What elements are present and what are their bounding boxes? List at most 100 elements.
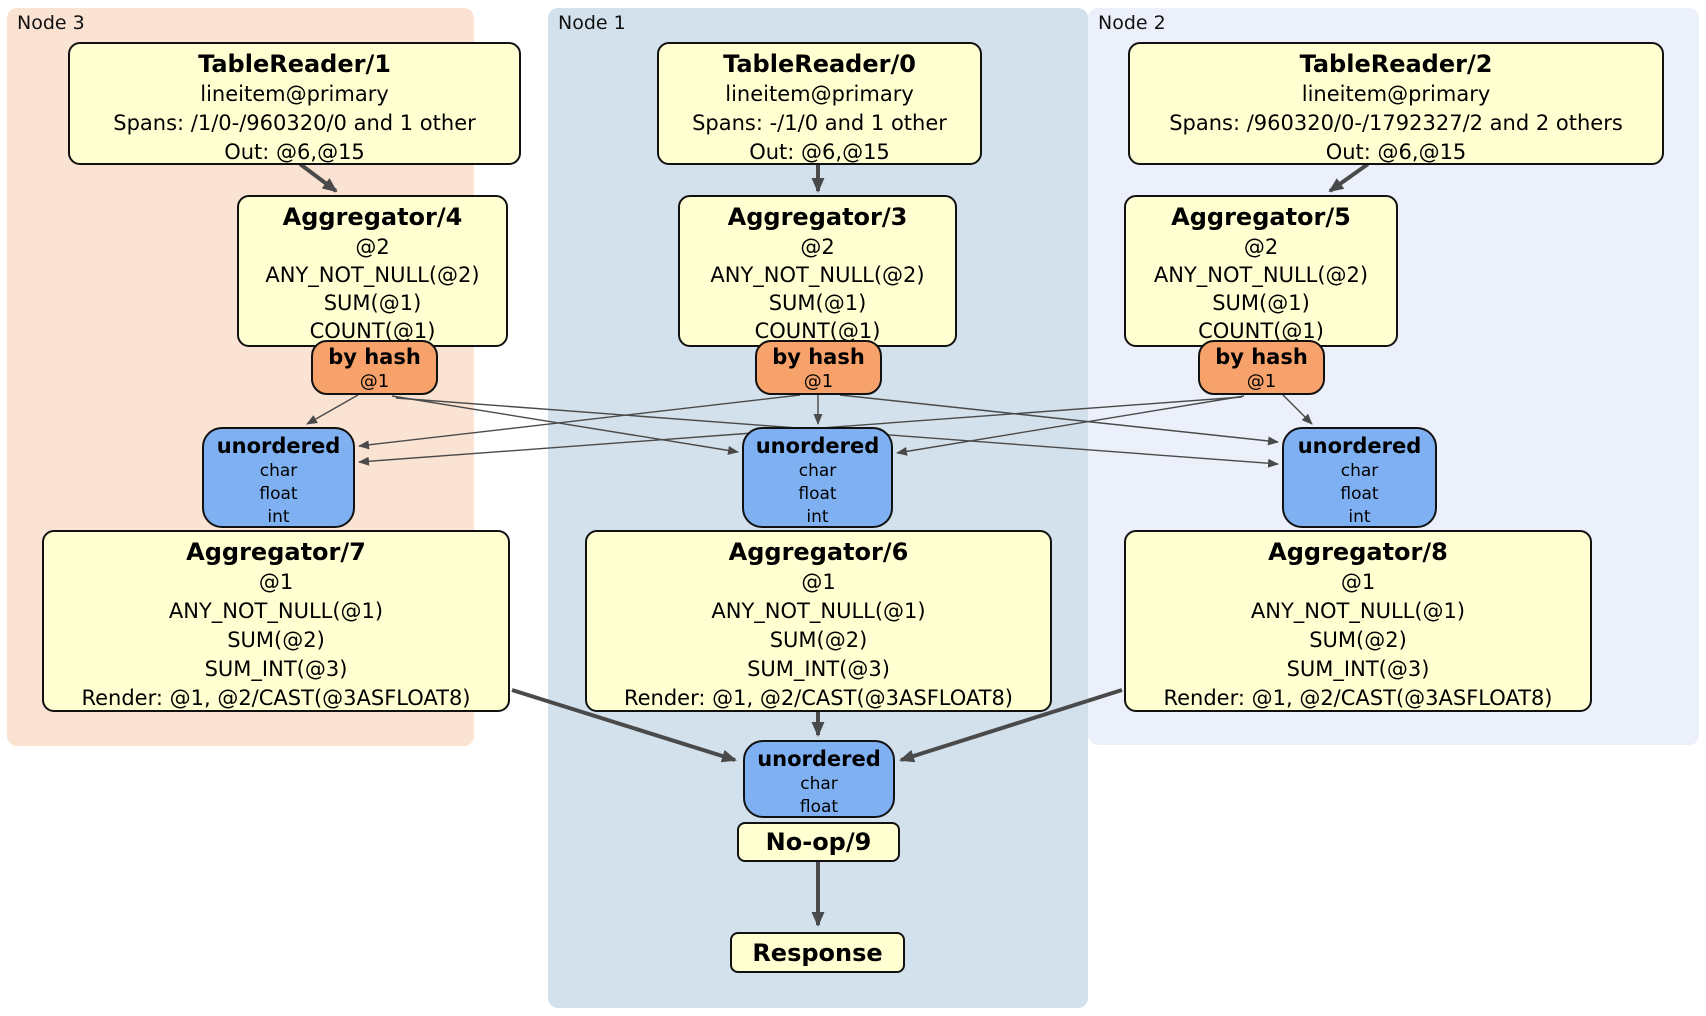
edge-hash1-sync2 <box>839 394 1279 446</box>
sync-type-line: char <box>1340 461 1379 481</box>
processor-detail-line: @2 <box>1243 235 1279 259</box>
response-node: Response <box>730 932 905 973</box>
sync-unordered-final: unordered char float <box>743 740 895 818</box>
processor-title: Aggregator/3 <box>727 203 908 231</box>
processor-title: Aggregator/7 <box>186 538 366 566</box>
processor-detail-line: ANY_NOT_NULL(@2) <box>1153 263 1369 287</box>
router-by-hash-node1: by hash @1 <box>755 340 882 395</box>
processor-detail-line: SUM_INT(@3) <box>1286 657 1430 681</box>
processor-detail-line: SUM(@2) <box>769 628 868 652</box>
processor-detail-line: Spans: /1/0-/960320/0 and 1 other <box>113 111 476 135</box>
processor-detail-line: Render: @1, @2/CAST(@3ASFLOAT8) <box>81 686 471 710</box>
processor-aggregator-3: Aggregator/3 @2 ANY_NOT_NULL(@2) SUM(@1)… <box>678 195 957 347</box>
router-columns: @1 <box>803 371 834 392</box>
edge-agg8-syncfinal <box>899 688 1123 763</box>
processor-detail-line: SUM(@1) <box>768 291 867 315</box>
sync-type-line: float <box>259 484 298 504</box>
router-columns: @1 <box>359 371 390 392</box>
processor-title: Aggregator/8 <box>1268 538 1448 566</box>
processor-detail-line: Out: @6,@15 <box>1325 140 1467 164</box>
processor-detail-line: COUNT(@1) <box>309 319 436 343</box>
sync-type-line: char <box>798 461 837 481</box>
processor-aggregator-6: Aggregator/6 @1 ANY_NOT_NULL(@1) SUM(@2)… <box>585 530 1052 712</box>
edge-tr1-agg4 <box>298 162 338 193</box>
processor-detail-line: Out: @6,@15 <box>224 140 365 164</box>
processor-tablereader-1: TableReader/1 lineitem@primary Spans: /1… <box>68 42 521 165</box>
processor-detail-line: @2 <box>355 235 390 259</box>
processor-detail-line: @1 <box>801 570 836 594</box>
processor-noop-9: No-op/9 <box>737 822 900 862</box>
processor-detail-line: SUM_INT(@3) <box>747 657 890 681</box>
sync-type-line: int <box>806 507 829 527</box>
router-by-hash-node3: by hash @1 <box>311 340 438 395</box>
processor-detail-line: Spans: -/1/0 and 1 other <box>692 111 947 135</box>
edge-hash1-sync3 <box>358 394 801 450</box>
processor-detail-line: ANY_NOT_NULL(@1) <box>1250 599 1466 623</box>
processor-tablereader-0: TableReader/0 lineitem@primary Spans: -/… <box>657 42 982 165</box>
processor-detail-line: COUNT(@1) <box>1198 319 1324 343</box>
processor-title: TableReader/2 <box>1299 50 1493 78</box>
processor-title: Response <box>752 938 883 967</box>
panel-node3-label: Node 3 <box>17 12 85 34</box>
processor-tablereader-2: TableReader/2 lineitem@primary Spans: /9… <box>1128 42 1664 165</box>
edge-hash3-sync3 <box>306 394 359 425</box>
processor-detail-line: ANY_NOT_NULL(@1) <box>168 599 384 623</box>
processor-detail-line: Out: @6,@15 <box>749 140 890 164</box>
sync-type-line: float <box>798 484 837 504</box>
sync-unordered-node3: unordered char float int <box>202 427 355 528</box>
sync-title: unordered <box>755 434 880 458</box>
processor-detail-line: lineitem@primary <box>200 82 389 106</box>
processor-title: Aggregator/4 <box>282 203 463 231</box>
edge-hash2-sync1 <box>896 395 1245 456</box>
sync-title: unordered <box>1297 434 1422 458</box>
processor-detail-line: SUM(@1) <box>1212 291 1310 315</box>
router-columns: @1 <box>1246 371 1277 392</box>
sync-title: unordered <box>757 747 881 771</box>
router-title: by hash <box>328 345 421 369</box>
processor-detail-line: Spans: /960320/0-/1792327/2 and 2 others <box>1169 111 1623 135</box>
processor-title: TableReader/1 <box>198 50 391 78</box>
processor-title: TableReader/0 <box>723 50 916 78</box>
sync-unordered-node1: unordered char float int <box>742 427 893 528</box>
sync-type-line: char <box>259 461 298 481</box>
router-title: by hash <box>1215 345 1308 369</box>
processor-detail-line: @2 <box>800 235 835 259</box>
panel-node1-label: Node 1 <box>558 12 626 34</box>
edge-hash3-sync1 <box>391 395 739 455</box>
router-title: by hash <box>772 345 865 369</box>
sync-type-line: int <box>267 507 290 527</box>
processor-aggregator-7: Aggregator/7 @1 ANY_NOT_NULL(@1) SUM(@2)… <box>42 530 510 712</box>
processor-detail-line: Render: @1, @2/CAST(@3ASFLOAT8) <box>623 686 1014 710</box>
edge-tr2-agg5 <box>1328 162 1370 193</box>
processor-detail-line: ANY_NOT_NULL(@1) <box>711 599 926 623</box>
router-by-hash-node2: by hash @1 <box>1198 340 1325 395</box>
sync-type-line: int <box>1348 507 1371 527</box>
edge-agg7-syncfinal <box>511 688 737 763</box>
processor-detail-line: SUM(@2) <box>1309 628 1407 652</box>
processor-aggregator-4: Aggregator/4 @2 ANY_NOT_NULL(@2) SUM(@1)… <box>237 195 508 347</box>
sync-type-line: float <box>799 797 839 817</box>
sync-title: unordered <box>216 434 341 458</box>
processor-title: No-op/9 <box>765 828 872 856</box>
processor-aggregator-5: Aggregator/5 @2 ANY_NOT_NULL(@2) SUM(@1)… <box>1124 195 1398 347</box>
processor-title: Aggregator/5 <box>1171 203 1351 231</box>
panel-node2-label: Node 2 <box>1098 12 1166 34</box>
processor-aggregator-8: Aggregator/8 @1 ANY_NOT_NULL(@1) SUM(@2)… <box>1124 530 1592 712</box>
sync-type-line: float <box>1340 484 1379 504</box>
processor-detail-line: @1 <box>258 570 294 594</box>
processor-detail-line: @1 <box>1340 570 1376 594</box>
processor-detail-line: lineitem@primary <box>1301 82 1491 106</box>
sync-unordered-node2: unordered char float int <box>1282 427 1437 528</box>
processor-detail-line: COUNT(@1) <box>754 319 881 343</box>
processor-detail-line: SUM(@2) <box>227 628 325 652</box>
processor-title: Aggregator/6 <box>728 538 909 566</box>
processor-detail-line: SUM(@1) <box>323 291 422 315</box>
processor-detail-line: SUM_INT(@3) <box>204 657 348 681</box>
edge-hash2-sync2 <box>1282 394 1313 425</box>
processor-detail-line: ANY_NOT_NULL(@2) <box>265 263 480 287</box>
processor-detail-line: Render: @1, @2/CAST(@3ASFLOAT8) <box>1163 686 1553 710</box>
processor-detail-line: lineitem@primary <box>725 82 914 106</box>
processor-detail-line: ANY_NOT_NULL(@2) <box>710 263 925 287</box>
